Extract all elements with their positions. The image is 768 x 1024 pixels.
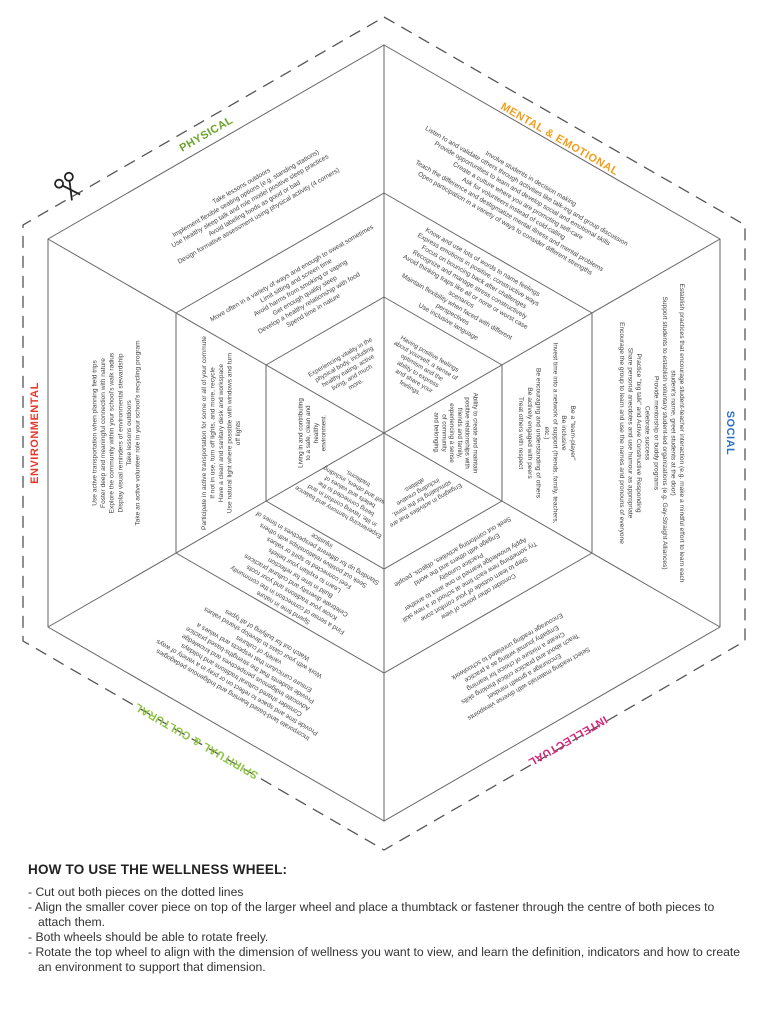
- environmental-indicators-line: Have a clean and sanitary desk and works…: [218, 364, 225, 503]
- how-to-title: HOW TO USE THE WELLNESS WHEEL:: [28, 862, 288, 877]
- social-practices-line: Celebrate success: [644, 406, 651, 461]
- physical-label: PHYSICAL: [178, 114, 236, 154]
- environmental-label: ENVIRONMENTAL: [29, 382, 41, 484]
- wellness-wheel: PHYSICAL MENTAL & EMOTIONAL SOCIAL INTEL…: [22, 16, 746, 851]
- environmental-indicators-line: Use natural light where possible with wi…: [227, 353, 234, 513]
- social-indicators-line: Treat others with respect: [517, 397, 524, 469]
- intellectual-label: INTELLECTUAL: [526, 713, 609, 768]
- social-definition-line: Ability to create and maintain: [472, 393, 479, 474]
- environmental-indicators-line: off lights: [235, 420, 242, 445]
- how-to-step: - Rotate the top wheel to align with the…: [28, 945, 741, 974]
- social-practices-line: Share personal anecdotes and use humour …: [627, 348, 634, 519]
- environmental-indicators-block: Participate in active transportation for…: [201, 336, 242, 530]
- social-practices-block: Establish practices that encourage stude…: [618, 284, 685, 583]
- environmental-definition-line: to a safe, clean and: [305, 405, 312, 460]
- social-practices-line: Practice "big talk" and Active Construct…: [635, 354, 642, 513]
- how-to-section: HOW TO USE THE WELLNESS WHEEL: - Cut out…: [28, 862, 748, 975]
- social-practices-line: Support students to establish voluntary …: [661, 296, 668, 569]
- environmental-indicators-line: Participate in active transportation for…: [201, 336, 208, 530]
- social-indicators-line: Be encouraging and understanding of othe…: [534, 368, 541, 499]
- physical-practices-line: Use healthy sleep talk and role model po…: [171, 153, 331, 249]
- social-practices-line: student's name, greet students at the do…: [670, 370, 677, 496]
- environmental-practices-line: Foster deep and meaningful connection wi…: [100, 358, 107, 508]
- social-definition-line: of community: [440, 414, 447, 452]
- social-indicators-line: Invest time into a network of support (f…: [552, 343, 559, 524]
- social-indicators-line: etc.): [543, 427, 550, 440]
- social-definition-line: friends and family,: [456, 408, 463, 459]
- social-indicators-line: Be a "team-player": [569, 406, 576, 462]
- social-label: SOCIAL: [724, 411, 736, 456]
- intellectual-practices-block: Select reading materials with diverse vi…: [450, 611, 591, 721]
- environmental-practices-line: Display visual reminders of environmenta…: [117, 353, 124, 512]
- outer-cut-line: [22, 16, 746, 851]
- social-indicators-line: Be inclusive: [560, 415, 567, 451]
- environmental-definition-line: healthy: [313, 422, 320, 443]
- social-definition-line: experiencing a sense: [448, 403, 455, 463]
- environmental-practices-block: Use active transportation when planning …: [92, 340, 142, 526]
- environmental-practices-line: Take lessons outdoors: [126, 399, 133, 465]
- social-indicators-line: Be actively engaged with peers: [526, 387, 533, 479]
- environmental-practices-line: Use active transportation when planning …: [92, 360, 99, 506]
- how-to-list: - Cut out both pieces on the dotted line…: [28, 885, 748, 975]
- social-practices-line: Establish practices that encourage stude…: [678, 284, 685, 583]
- environmental-definition-line: Living in and contributing: [297, 398, 304, 468]
- how-to-step: - Both wheels should be able to rotate f…: [28, 930, 269, 944]
- social-practices-line: Encourage the group to learn and use the…: [618, 322, 625, 544]
- social-practices-line: Provide mentorship or buddy programs: [652, 376, 659, 491]
- social-definition-line: and belonging.: [433, 412, 440, 454]
- environmental-practices-line: Explore the community within your school…: [109, 352, 116, 513]
- environmental-practices-line: Take an active volunteer role in your sc…: [135, 340, 142, 526]
- how-to-step: - Cut out both pieces on the dotted line…: [28, 885, 244, 899]
- how-to-step: - Align the smaller cover piece on top o…: [28, 900, 715, 929]
- spokes: [47, 45, 721, 821]
- environmental-indicators-line: If not in use, turn off lights, and more…: [209, 367, 216, 499]
- social-definition-line: positive relationships with: [464, 397, 471, 469]
- scissors-icon: [54, 171, 81, 201]
- environmental-definition-line: environment.: [321, 415, 328, 452]
